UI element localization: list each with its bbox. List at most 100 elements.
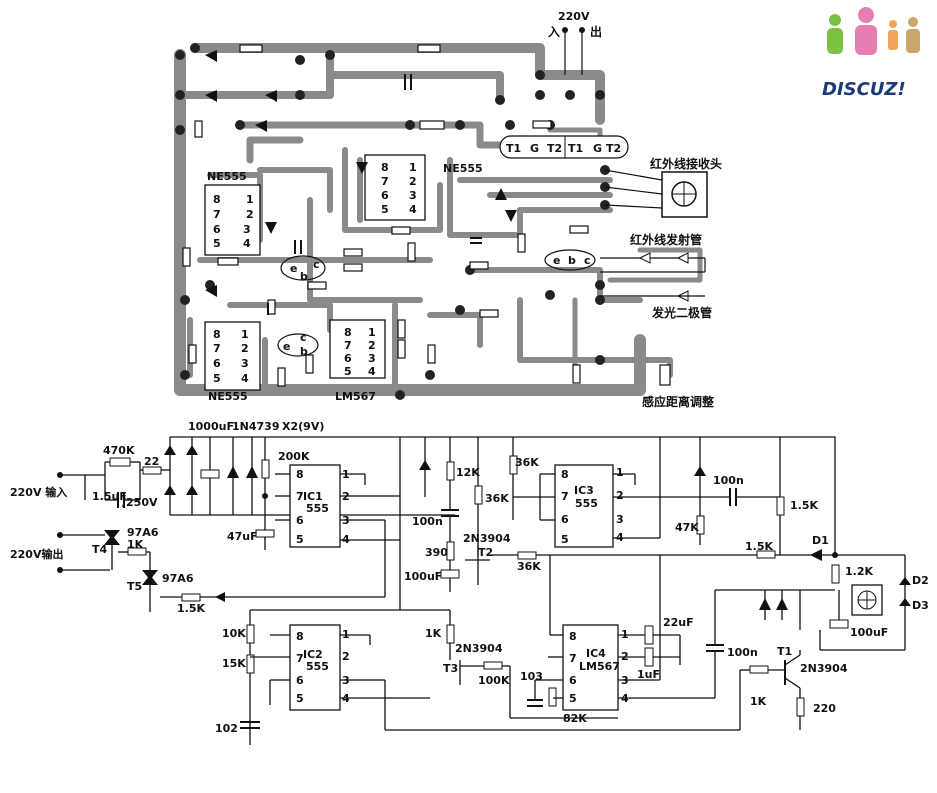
svg-text:5: 5 — [569, 692, 577, 705]
svg-text:T1: T1 — [506, 142, 521, 155]
svg-text:7: 7 — [213, 342, 221, 355]
distance-adjust-label: 感应距离调整 — [642, 394, 714, 409]
svg-text:7: 7 — [296, 490, 304, 503]
svg-text:2: 2 — [246, 208, 254, 221]
svg-text:IC3: IC3 — [574, 484, 594, 497]
svg-text:22uF: 22uF — [663, 616, 694, 629]
svg-text:7: 7 — [569, 652, 577, 665]
svg-text:100uF: 100uF — [404, 570, 442, 583]
svg-text:T2: T2 — [478, 546, 493, 559]
svg-text:3: 3 — [243, 223, 251, 236]
svg-text:1K: 1K — [425, 627, 442, 640]
svg-text:36K: 36K — [515, 456, 539, 469]
pcb-ic-label: NE555 — [443, 162, 483, 175]
svg-text:6: 6 — [569, 674, 577, 687]
svg-text:390: 390 — [425, 546, 448, 559]
svg-text:1000uF: 1000uF — [188, 420, 234, 433]
svg-text:1: 1 — [241, 328, 249, 341]
svg-text:IC4: IC4 — [586, 647, 606, 660]
svg-text:8: 8 — [381, 161, 389, 174]
svg-text:8: 8 — [296, 630, 304, 643]
svg-text:47K: 47K — [675, 521, 699, 534]
svg-text:e: e — [290, 262, 297, 275]
pcb-ic-label: NE555 — [208, 390, 248, 403]
svg-text:10K: 10K — [222, 627, 246, 640]
svg-text:X2(9V): X2(9V) — [282, 420, 324, 433]
svg-text:c: c — [300, 331, 307, 344]
pcb-ic-a — [204, 184, 261, 256]
pcb-layout: NE555 NE555 NE555 LM567 8 7 6 5 1 2 3 4 … — [174, 10, 722, 409]
svg-text:555: 555 — [306, 502, 329, 515]
schematic: 220V 输入 220V输出 470K 1.5uF /250V 22 1000u… — [10, 420, 929, 745]
svg-text:D2: D2 — [912, 574, 929, 587]
svg-text:5: 5 — [213, 237, 221, 250]
svg-text:b: b — [300, 345, 308, 358]
svg-text:IC2: IC2 — [303, 648, 323, 661]
svg-text:15K: 15K — [222, 657, 246, 670]
svg-text:6: 6 — [344, 352, 352, 365]
svg-text:1.5K: 1.5K — [790, 499, 818, 512]
svg-text:12K: 12K — [456, 466, 480, 479]
svg-text:e: e — [553, 254, 560, 267]
svg-text:1K: 1K — [750, 695, 767, 708]
svg-text:6: 6 — [296, 514, 304, 527]
svg-text:6: 6 — [381, 189, 389, 202]
svg-text:5: 5 — [561, 533, 569, 546]
pcb-ic-c — [204, 321, 261, 391]
ir-receiver-label: 红外线接收头 — [650, 156, 722, 171]
svg-text:5: 5 — [213, 372, 221, 385]
svg-text:100n: 100n — [412, 515, 443, 528]
svg-text:T1: T1 — [777, 645, 792, 658]
svg-text:102: 102 — [215, 722, 238, 735]
svg-text:1K: 1K — [127, 538, 144, 551]
svg-text:IC1: IC1 — [303, 490, 323, 503]
svg-text:3: 3 — [616, 513, 624, 526]
discuz-logo: DISCUZ! — [822, 7, 920, 100]
svg-text:100uF: 100uF — [850, 626, 888, 639]
svg-text:100n: 100n — [727, 646, 758, 659]
svg-text:4: 4 — [409, 203, 417, 216]
svg-text:22: 22 — [144, 455, 159, 468]
pcb-in-label: 入 — [548, 25, 560, 39]
svg-text:200K: 200K — [278, 450, 310, 463]
pcb-ic-label: NE555 — [207, 170, 247, 183]
pcb-ic-label: LM567 — [335, 390, 376, 403]
svg-text:1.5K: 1.5K — [745, 540, 773, 553]
svg-text:7: 7 — [344, 339, 352, 352]
svg-text:1.5K: 1.5K — [177, 602, 205, 615]
svg-text:b: b — [300, 270, 308, 283]
pcb-ac-label: 220V — [558, 10, 590, 23]
svg-text:T4: T4 — [92, 543, 108, 556]
svg-text:7: 7 — [213, 208, 221, 221]
svg-text:8: 8 — [296, 468, 304, 481]
svg-text:T1: T1 — [568, 142, 583, 155]
svg-text:97A6: 97A6 — [127, 526, 159, 539]
svg-text:2: 2 — [409, 175, 417, 188]
svg-text:T2: T2 — [547, 142, 562, 155]
svg-text:D3: D3 — [912, 599, 929, 612]
svg-text:36K: 36K — [485, 492, 509, 505]
svg-text:6: 6 — [213, 223, 221, 236]
svg-text:36K: 36K — [517, 560, 541, 573]
svg-text:7: 7 — [296, 652, 304, 665]
svg-text:7: 7 — [561, 490, 569, 503]
svg-text:LM567: LM567 — [579, 660, 620, 673]
ir-emitter-label: 红外线发射管 — [630, 232, 702, 247]
input-label: 220V 输入 — [10, 485, 67, 499]
svg-text:6: 6 — [561, 513, 569, 526]
svg-text:2N3904: 2N3904 — [455, 642, 503, 655]
svg-text:8: 8 — [561, 468, 569, 481]
svg-text:5: 5 — [344, 365, 352, 378]
logo-text: DISCUZ! — [822, 79, 906, 100]
svg-text:8: 8 — [213, 193, 221, 206]
svg-text:c: c — [584, 254, 591, 267]
svg-text:2: 2 — [342, 650, 350, 663]
svg-text:1uF: 1uF — [637, 668, 660, 681]
pcb-ic-d — [329, 319, 386, 379]
svg-text:c: c — [313, 258, 320, 271]
svg-text:5: 5 — [296, 533, 304, 546]
svg-text:1: 1 — [246, 193, 254, 206]
svg-text:1: 1 — [616, 466, 624, 479]
svg-text:555: 555 — [575, 497, 598, 510]
